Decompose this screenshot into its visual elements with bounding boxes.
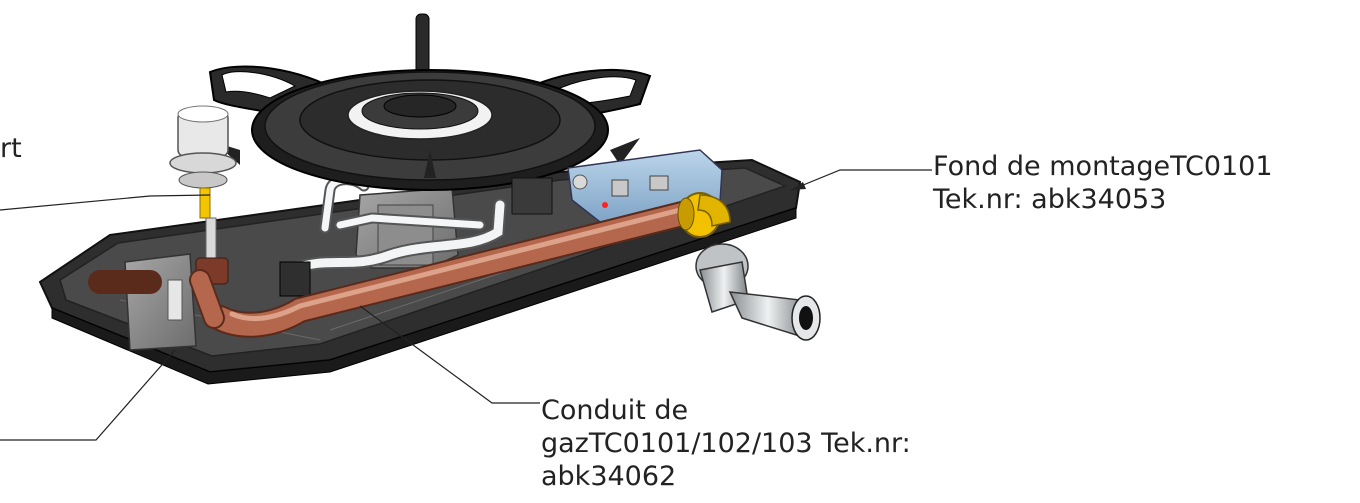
callout-fond-de-montage: Fond de montageTC0101 Tek.nr: abk34053 (933, 150, 1273, 216)
burner-grate (208, 13, 652, 191)
leader-conduit (359, 305, 540, 404)
callout-fond-line2: Tek.nr: abk34053 (933, 184, 1167, 215)
partial-callout-label: rt (0, 133, 22, 164)
callout-conduit-line1: Conduit de (541, 395, 689, 426)
leader-fond-arrow (791, 182, 806, 190)
callout-fond-line1: Fond de montageTC0101 (933, 151, 1273, 182)
gas-pipe (88, 199, 703, 338)
inlet-fitting (695, 243, 821, 341)
callout-conduit-line2: gazTC0101/102/103 Tek.nr: (541, 428, 911, 459)
control-knob (169, 105, 237, 285)
leader-fond (790, 169, 932, 191)
leader-left-bottom (0, 349, 176, 441)
callout-conduit-line3: abk34062 (541, 461, 677, 492)
callout-conduit-de-gaz: Conduit de gazTC0101/102/103 Tek.nr: abk… (541, 394, 911, 493)
brass-fitting (677, 192, 731, 238)
leader-left-top (0, 194, 211, 211)
leader-lines (0, 169, 932, 441)
